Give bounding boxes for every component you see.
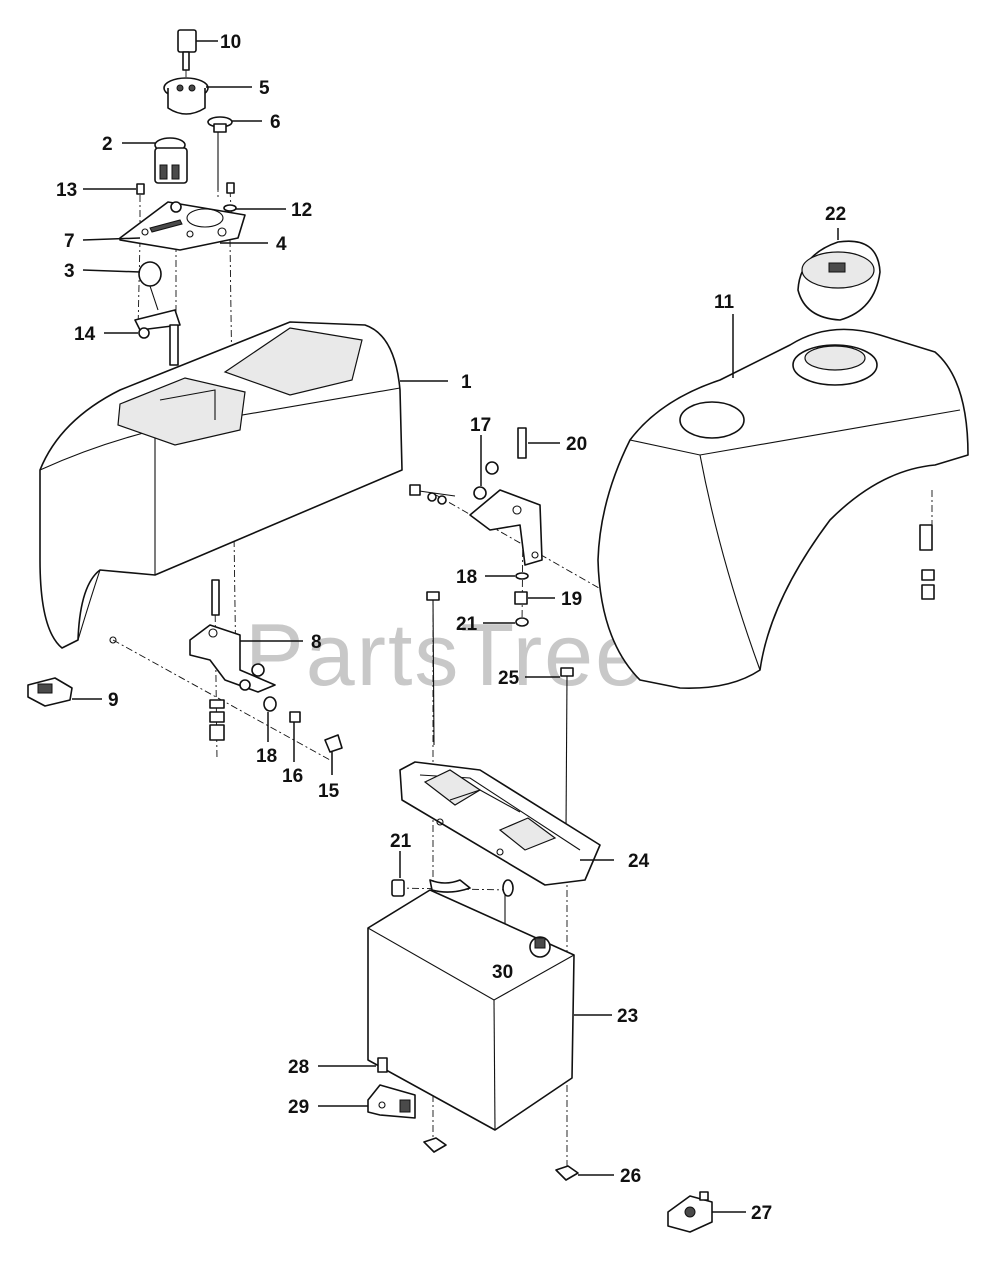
part-bracket-right (409, 427, 543, 627)
callout-16: 16 (282, 766, 303, 787)
callout-5: 5 (259, 78, 270, 99)
part-fuel-tank (597, 328, 969, 689)
callout-17: 17 (470, 415, 491, 436)
callout-12: 12 (291, 200, 312, 221)
part-long-rods (426, 591, 574, 831)
callout-23: 23 (617, 1006, 638, 1027)
part-lever (134, 261, 181, 366)
callout-9: 9 (108, 690, 119, 711)
callout-3: 3 (64, 261, 75, 282)
callout-10: 10 (220, 32, 241, 53)
callout-11: 11 (714, 292, 735, 313)
callout-15: 15 (318, 781, 340, 802)
callout-21-lower: 21 (390, 831, 412, 852)
part-battery (367, 889, 575, 1131)
part-clips (423, 1137, 579, 1181)
callout-7: 7 (64, 231, 75, 252)
part-control-plate (119, 201, 246, 251)
watermark-text: PartsTree (245, 605, 646, 704)
part-hardware-battery (391, 879, 514, 960)
callout-18-right: 18 (456, 567, 477, 588)
leader-lines (72, 40, 839, 1213)
part-choke-knob (207, 116, 233, 190)
part-switch-assembly (154, 137, 188, 184)
part-solenoid (667, 1191, 713, 1233)
part-console-shroud (39, 321, 403, 649)
callout-8: 8 (311, 632, 322, 653)
part-bracket-left (189, 579, 343, 775)
callout-18-left: 18 (256, 746, 277, 767)
callout-14: 14 (74, 324, 96, 345)
part-nut-14 (138, 327, 150, 339)
part-hardware-group-top (136, 182, 237, 213)
callout-26: 26 (620, 1166, 641, 1187)
part-fuel-cap (797, 240, 881, 321)
callout-27: 27 (751, 1203, 772, 1224)
part-ignition-switch (163, 77, 209, 115)
part-key (177, 29, 197, 71)
watermark: PartsTree TM (245, 600, 737, 704)
callout-20: 20 (566, 434, 587, 455)
callout-labels: 10 5 6 2 13 12 7 4 3 14 1 22 11 17 20 18… (56, 32, 846, 1224)
callout-19: 19 (561, 589, 582, 610)
callout-30: 30 (492, 962, 513, 983)
callout-22: 22 (825, 204, 846, 225)
part-battery-tray (399, 761, 601, 886)
callout-2: 2 (102, 134, 113, 155)
part-relay (367, 1057, 416, 1119)
callout-4: 4 (276, 234, 287, 255)
callout-29: 29 (288, 1097, 309, 1118)
callout-6: 6 (270, 112, 281, 133)
part-plug (27, 677, 73, 707)
callout-1: 1 (461, 372, 472, 393)
callout-13: 13 (56, 180, 77, 201)
callout-28: 28 (288, 1057, 309, 1078)
callout-21-upper: 21 (456, 614, 478, 635)
callout-24: 24 (628, 851, 650, 872)
callout-25: 25 (498, 668, 520, 689)
